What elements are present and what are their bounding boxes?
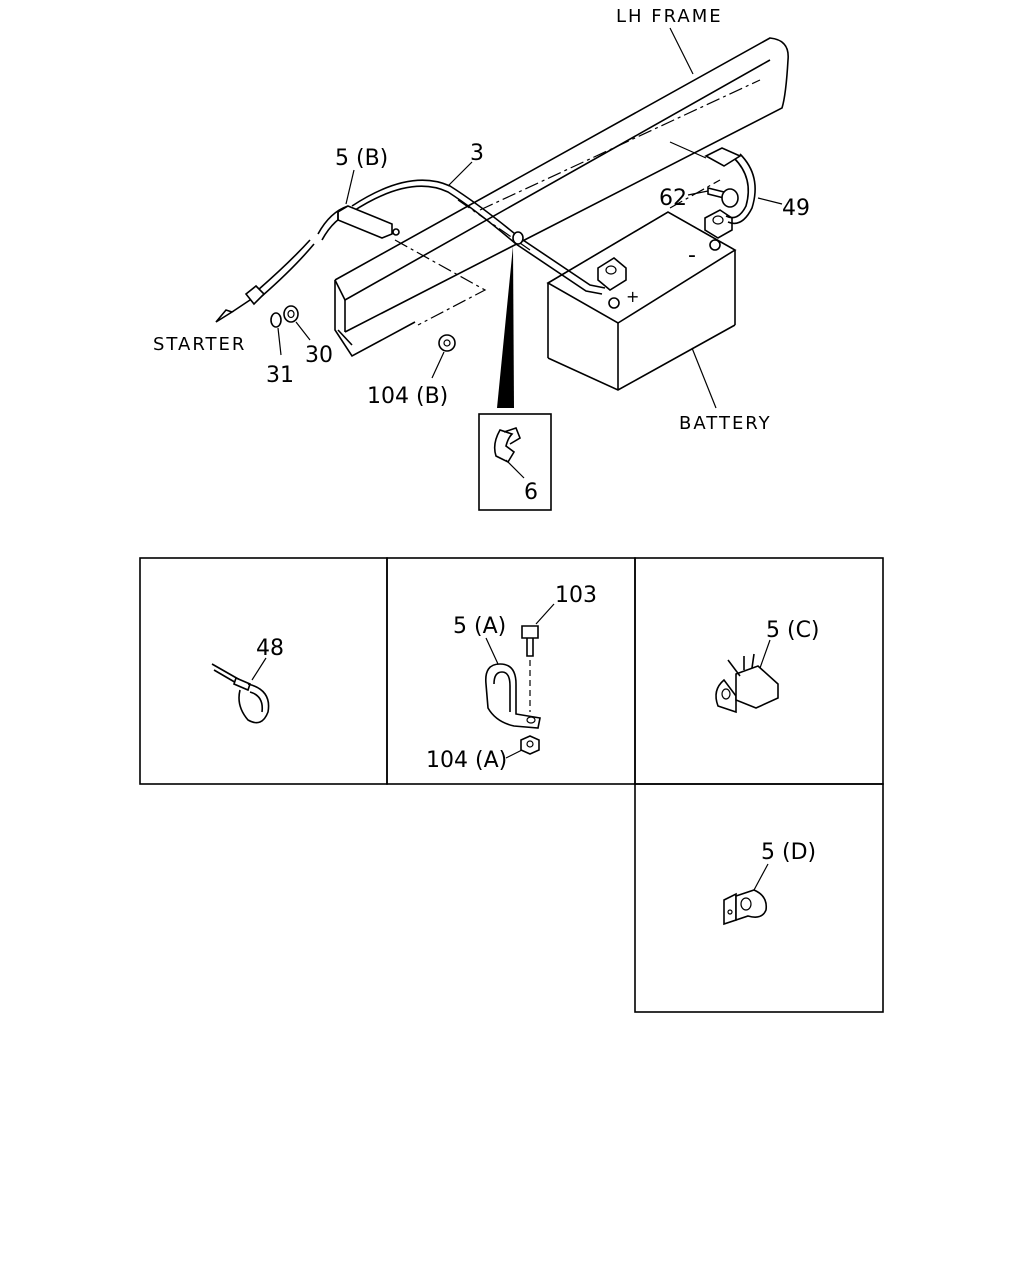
label-3: 3 [470, 141, 484, 166]
leader-104a [505, 749, 523, 759]
label-starter: STARTER [153, 334, 246, 355]
battery-positive-terminal [597, 257, 627, 309]
washer-31 [270, 312, 282, 328]
panel-5d [634, 783, 884, 1013]
leader-6 [505, 459, 525, 479]
leader-30 [295, 321, 311, 341]
nut-104b [438, 334, 456, 352]
frame-bolt-line [669, 179, 721, 209]
leader-3 [447, 161, 473, 187]
leader-104b [431, 351, 445, 379]
label-48: 48 [256, 636, 284, 661]
label-30: 30 [305, 343, 333, 368]
nut-30 [283, 305, 299, 323]
label-5c: 5 (C) [766, 618, 820, 643]
clip-6-detail [493, 427, 521, 464]
ground-cable-49 [669, 141, 756, 225]
clip-5a [484, 663, 541, 729]
leader-5a [485, 637, 499, 665]
panel-48 [139, 557, 388, 785]
battery-negative-terminal [704, 209, 733, 251]
label-lh-frame: LH FRAME [616, 6, 723, 27]
label-31: 31 [266, 363, 294, 388]
cable-3 [257, 179, 606, 297]
leader-103 [535, 603, 555, 625]
lh-frame-rail [334, 37, 789, 358]
clip-6-on-frame [512, 231, 524, 245]
bolt-62 [707, 186, 739, 208]
label-49: 49 [782, 196, 810, 221]
clip-5d [723, 889, 768, 926]
leader-5d [753, 863, 769, 891]
label-5d: 5 (D) [761, 840, 816, 865]
label-104a: 104 (A) [426, 748, 507, 773]
detail-box-6 [478, 413, 552, 511]
leader-31 [277, 327, 282, 356]
label-62: 62 [659, 186, 687, 211]
clip-5c [715, 653, 779, 714]
leader-49 [757, 197, 783, 205]
label-6: 6 [524, 480, 538, 505]
leader-lh-frame [669, 27, 694, 75]
battery-plus-sign: + [626, 287, 639, 306]
battery-minus-sign: - [688, 243, 696, 268]
callout-pointer [497, 246, 514, 408]
bolt-103 [521, 625, 539, 712]
label-battery: BATTERY [679, 413, 772, 434]
label-103: 103 [555, 583, 597, 608]
clip-5b [337, 205, 400, 239]
label-5a: 5 (A) [453, 614, 506, 639]
leader-48 [251, 657, 267, 681]
leader-battery [691, 347, 717, 409]
label-5b: 5 (B) [335, 146, 388, 171]
panel-grid [139, 557, 884, 1013]
cable-tie-48 [211, 663, 270, 724]
nut-104a [520, 735, 540, 755]
starter-terminal [215, 284, 266, 323]
leader-5c [759, 639, 771, 669]
battery [546, 211, 737, 391]
leader-5b [345, 169, 355, 205]
label-104b: 104 (B) [367, 384, 448, 409]
